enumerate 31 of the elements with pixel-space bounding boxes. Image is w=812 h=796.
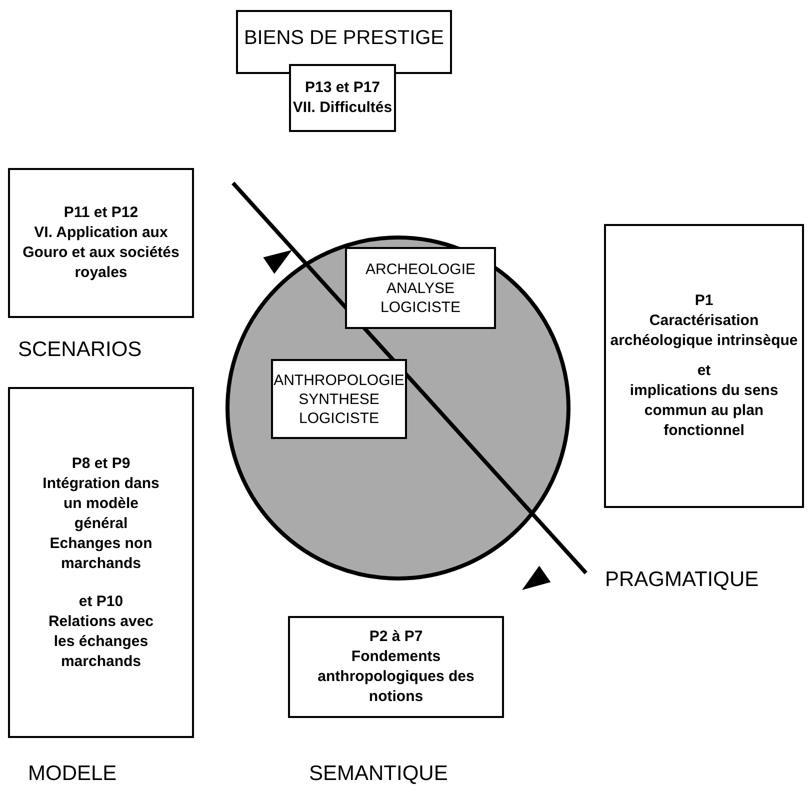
section-label: SEMANTIQUE — [309, 762, 448, 786]
heading-text: P13 et P17 — [304, 78, 380, 98]
text-box — [345, 247, 496, 329]
text-box — [604, 224, 804, 508]
text-box — [289, 64, 396, 132]
body-text: Caractérisation archéologique intrinsèque — [610, 311, 798, 351]
body-text: ANTHROPOLOGIE SYNTHESE LOGICISTE — [274, 370, 404, 428]
body-text: Echanges non marchands — [48, 534, 154, 574]
body-text: implications du sens commun au plan fonctionnel — [628, 381, 780, 441]
body-text: VI. Application aux Gouro et aux sociétés royales — [22, 223, 180, 283]
section-label: MODELE — [28, 762, 117, 786]
body-text: Intégration dans un modèle général — [42, 474, 160, 534]
body-text: ARCHEOLOGIE ANALYSE LOGICISTE — [365, 260, 476, 316]
text-box — [8, 387, 194, 738]
text-box — [288, 616, 504, 718]
body-text: et — [697, 361, 711, 381]
heading-text: P1 — [694, 291, 714, 311]
body-text: Relations avec les échanges marchands — [47, 612, 155, 672]
heading-text: P11 et P12 — [64, 203, 138, 223]
text-box — [271, 359, 407, 439]
heading-text: P2 à P7 — [369, 627, 423, 647]
text-box — [8, 168, 194, 318]
body-text: BIENS DE PRESTIGE — [244, 26, 444, 50]
heading-text: P8 et P9 — [72, 454, 130, 474]
body-text: et P10 — [78, 592, 124, 612]
body-text: Fondements anthropologiques des notions — [316, 647, 476, 707]
circle — [225, 235, 571, 581]
section-label: SCENARIOS — [18, 338, 142, 362]
section-label: PRAGMATIQUE — [605, 568, 759, 592]
body-text: VII. Difficultés — [292, 98, 392, 118]
title-box — [236, 10, 452, 74]
